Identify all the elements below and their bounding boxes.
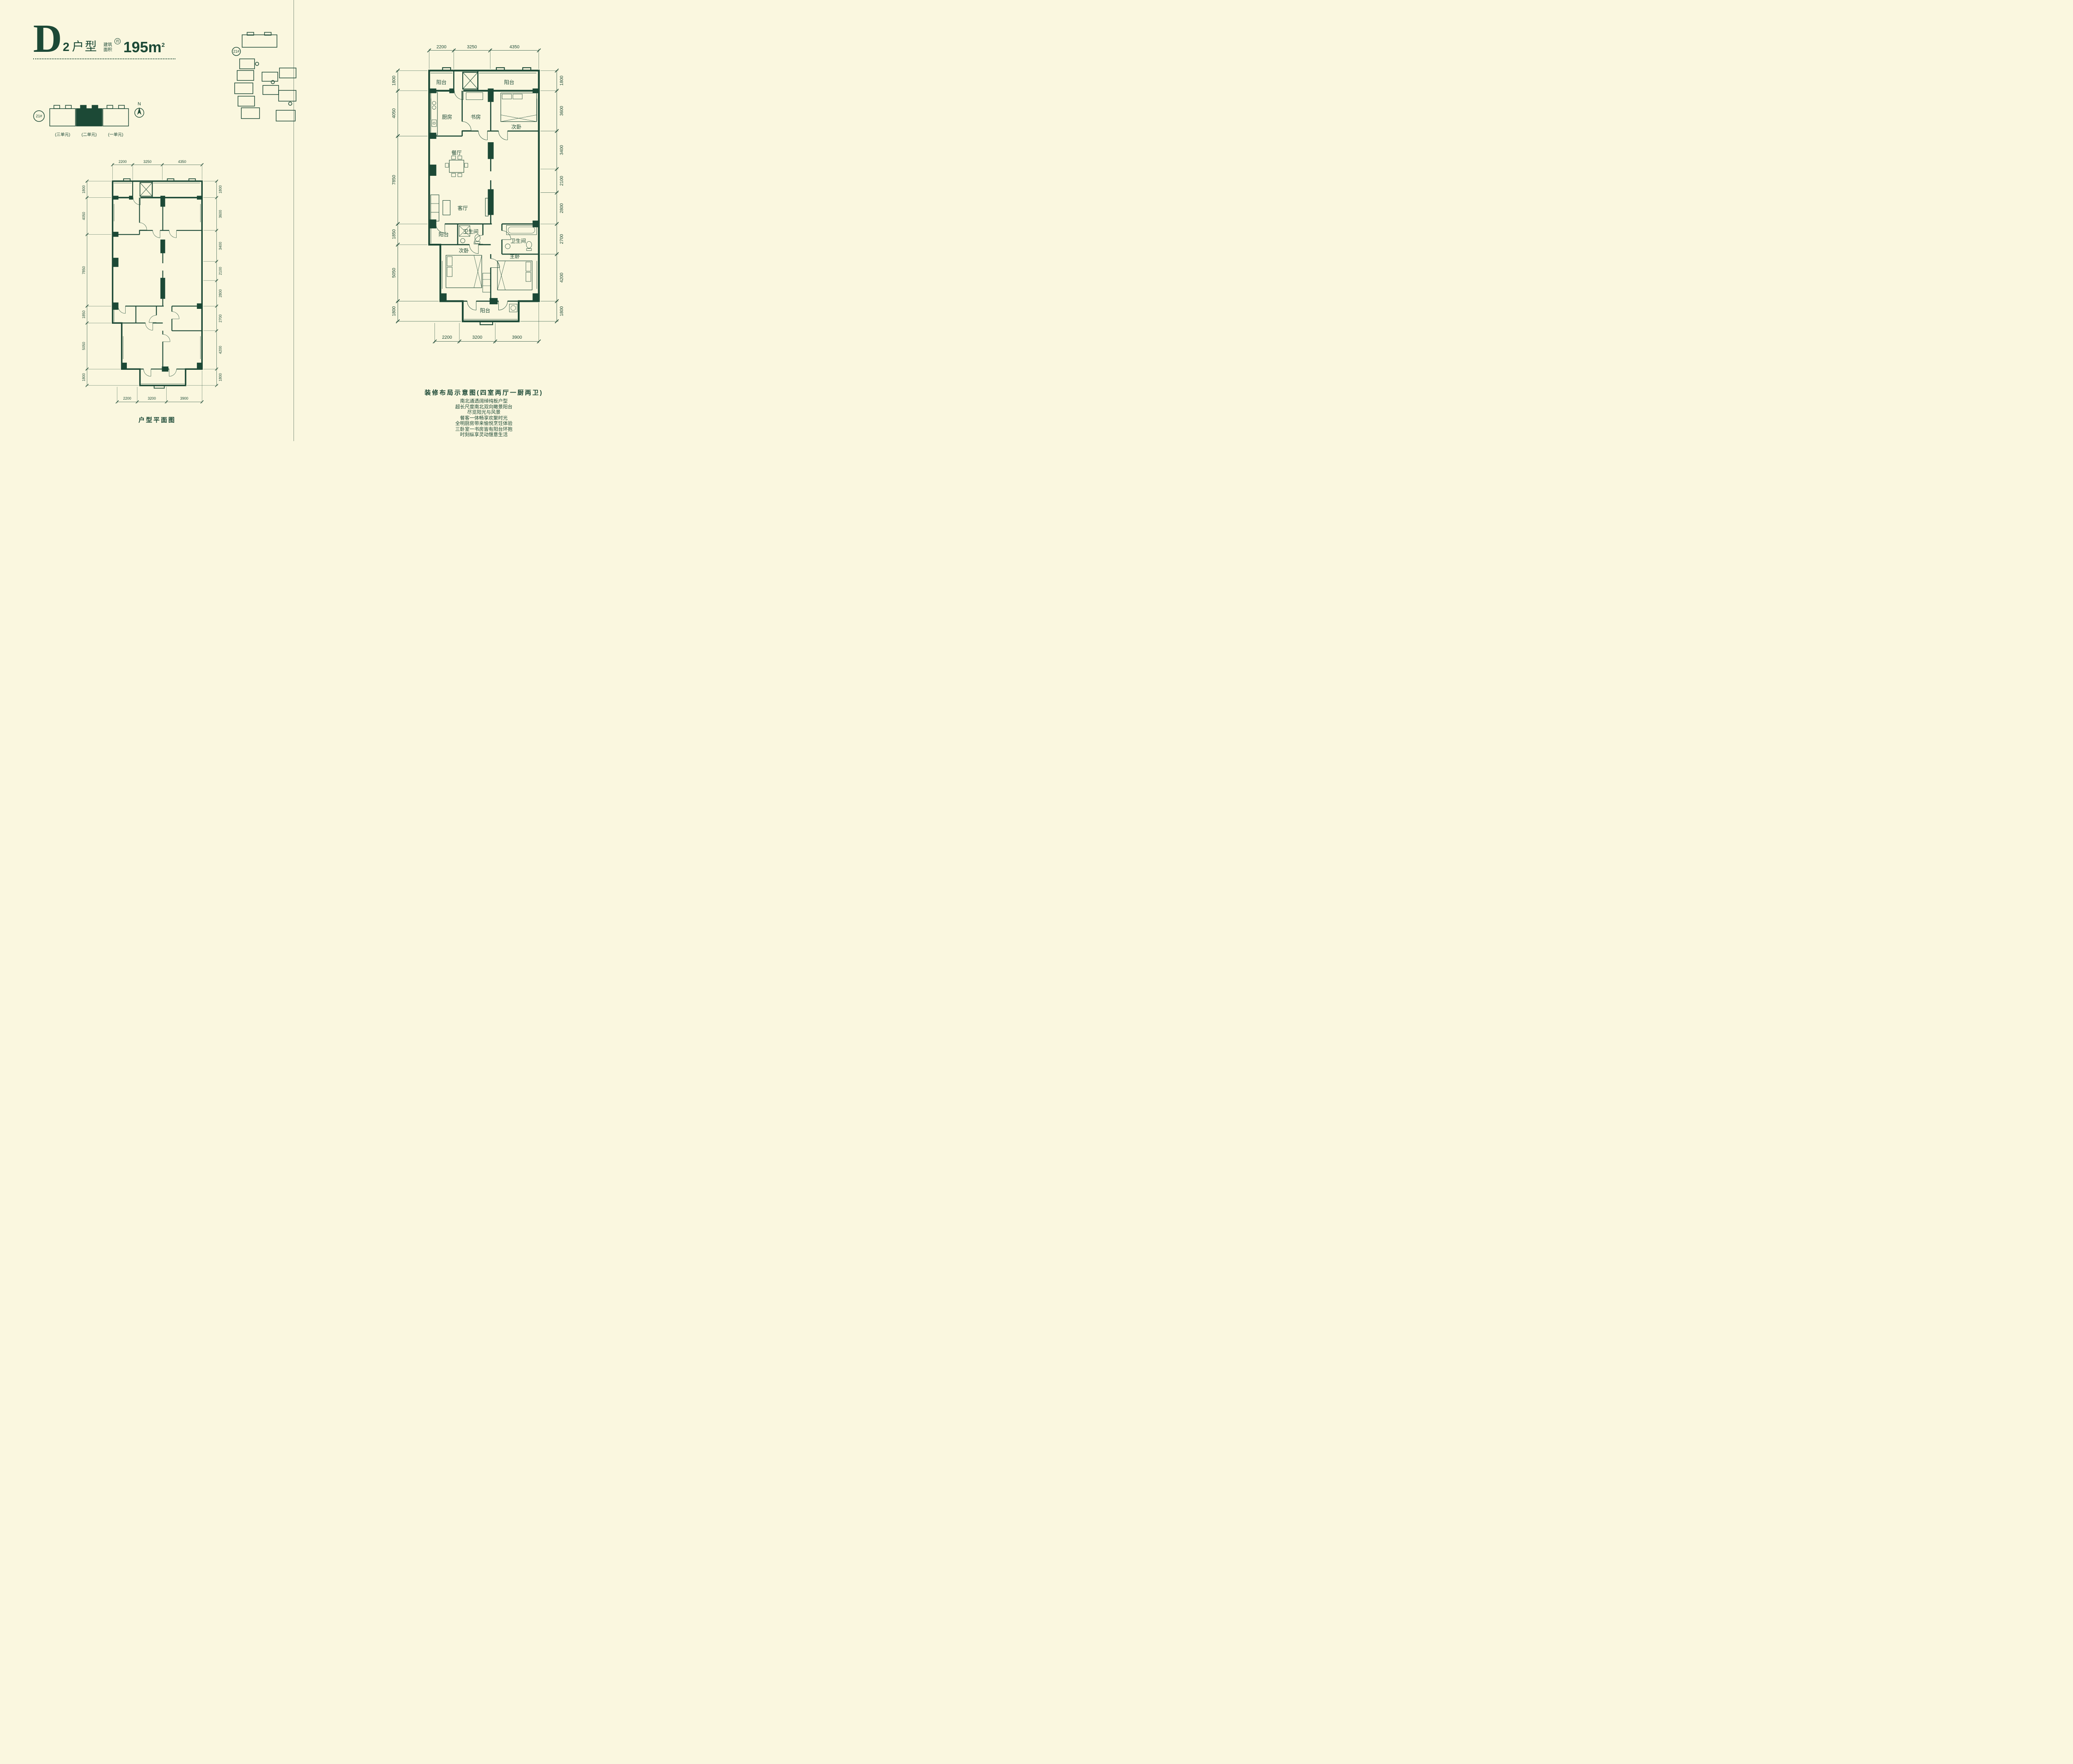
dim-label: 4200 [559, 273, 564, 283]
site-building-21 [242, 32, 277, 48]
dim-label: 2800 [559, 203, 564, 213]
dim-label: 3250 [467, 44, 477, 49]
dim-label: 4200 [218, 346, 223, 354]
dim-label: 5050 [392, 268, 397, 278]
site-key-plan: 21# [232, 32, 296, 121]
copy-line: 超长尺度南北双向瞰景阳台 [455, 404, 512, 410]
dim-label: 2200 [119, 160, 127, 164]
room-label-master: 主卧 [510, 254, 520, 260]
dim-label: 2100 [559, 176, 564, 186]
copy-line: 南北通透阔绰纯板户型 [460, 399, 508, 404]
room-label-kitchen: 厨房 [442, 114, 452, 120]
floor-plan-right: 阳台 阳台 厨房 书房 次卧 餐厅 客厅 阳台 卫生间 卫生间 次卧 主卧 阳台… [392, 44, 564, 344]
room-label-balcony-w: 阳台 [439, 231, 449, 238]
dim-label: 4350 [178, 160, 186, 164]
room-label-study: 书房 [471, 114, 481, 120]
dim-label: 2200 [442, 335, 452, 340]
left-plan-caption: 户型平面图 [138, 417, 176, 424]
unit-number: 2 [63, 40, 70, 54]
area-number: 195m [123, 39, 162, 56]
dim-label: 1800 [82, 373, 86, 381]
area-value: 195m2 [123, 39, 165, 56]
copy-line: 三卧室一书房皆有阳台环抱 [455, 427, 512, 432]
dim-label: 3900 [180, 396, 189, 400]
copy-line: 餐客一体畅享欢聚时光 [460, 415, 508, 421]
room-label-bath-2: 卫生间 [510, 238, 526, 244]
room-label-balcony-nw: 阳台 [436, 79, 447, 85]
dim-label: 2200 [437, 44, 447, 49]
dim-label: 3200 [148, 396, 156, 400]
dim-label: 3900 [512, 335, 522, 340]
dim-label: 4050 [82, 212, 86, 220]
dimensions-left-plan: 2200 3250 4350 2200 3200 3900 1800 4050 … [82, 160, 223, 400]
dim-label: 1800 [218, 373, 223, 381]
key-plan-building-badge: 21# [36, 114, 42, 118]
room-label-bedroom-n: 次卧 [511, 124, 522, 130]
right-plan-caption: 装修布局示意图(四室两厅一厨两卫) [425, 389, 543, 396]
marketing-copy: 南北通透阔绰纯板户型 超长尺度南北双向瞰景阳台 尽览阳光与风景 餐客一体畅享欢聚… [422, 399, 546, 438]
unit-footprint-2-highlight [76, 105, 102, 126]
floor-plan-left: 2200 3250 4350 2200 3200 3900 1800 4050 … [82, 160, 223, 404]
room-label-balcony-ne: 阳台 [504, 79, 515, 85]
dim-label: 7850 [392, 175, 397, 185]
site-buildings [234, 58, 296, 121]
dim-label: 3250 [143, 160, 152, 164]
dim-label: 1850 [82, 311, 86, 319]
room-label-bedroom-s: 次卧 [459, 248, 469, 254]
copy-line: 尽览阳光与风景 [467, 410, 501, 415]
room-label-bath-1: 卫生间 [463, 229, 478, 235]
unit-footprint-3 [49, 105, 76, 126]
room-label-dining: 餐厅 [451, 150, 462, 156]
approx-badge: 约 [114, 38, 121, 44]
dim-label: 2100 [218, 267, 223, 275]
furniture [430, 92, 537, 312]
dimensions-right-plan: 2200 3250 4350 2200 3200 3900 1800 4050 … [392, 44, 564, 340]
dim-label: 2700 [559, 234, 564, 244]
building-key-plan: 21# (三单元) (二单元) (一单元) [33, 105, 129, 137]
brochure-page: D 2 户型 建筑 面积 约 195m2 21# (三单元) (二单元) (一单… [0, 0, 588, 441]
dim-label: 3600 [559, 106, 564, 116]
dim-label: 1800 [218, 185, 223, 194]
area-label: 建筑 面积 [103, 42, 112, 52]
dim-label: 3200 [472, 335, 482, 340]
dim-label: 1800 [559, 306, 564, 316]
unit-footprint-1 [102, 105, 129, 126]
room-labels: 阳台 阳台 厨房 书房 次卧 餐厅 客厅 阳台 卫生间 卫生间 次卧 主卧 阳台 [436, 79, 526, 313]
unit-letter: D [33, 16, 62, 61]
room-label-living: 客厅 [458, 205, 468, 211]
dim-label: 3400 [559, 145, 564, 155]
north-arrow: N [134, 102, 144, 118]
dim-label: 2200 [123, 396, 131, 400]
dim-label: 1850 [392, 229, 397, 239]
area-exponent: 2 [161, 41, 165, 49]
dim-label: 2700 [218, 314, 223, 323]
copy-line: 全明厨房带来愉悦烹饪体验 [455, 421, 512, 426]
dim-label: 3600 [218, 210, 223, 218]
unit-header: D 2 户型 建筑 面积 约 195m2 [33, 16, 176, 61]
copy-line: 时刻纵享灵动惬意生活 [460, 432, 508, 437]
dim-label: 3400 [218, 242, 223, 250]
unit-type-label: 户型 [72, 40, 98, 53]
unit-label-2: (二单元) [82, 132, 97, 137]
unit-label-1: (一单元) [108, 132, 124, 137]
dim-label: 1800 [559, 76, 564, 86]
area-label-top: 建筑 [103, 42, 112, 47]
dim-label: 4050 [392, 108, 397, 118]
dim-label: 2800 [218, 289, 223, 298]
dim-label: 7850 [82, 266, 86, 274]
dim-label: 5050 [82, 342, 86, 350]
compass-needle-icon [137, 107, 141, 115]
dim-label: 1800 [82, 185, 86, 194]
unit-label-3: (三单元) [55, 132, 70, 137]
area-label-bottom: 面积 [103, 47, 112, 52]
dim-label: 1800 [392, 306, 397, 316]
north-label: N [138, 102, 141, 107]
site-plan-badge: 21# [233, 49, 239, 53]
room-label-balcony-s: 阳台 [480, 307, 490, 313]
dim-label: 1800 [392, 76, 397, 86]
dim-label: 4350 [510, 44, 519, 49]
